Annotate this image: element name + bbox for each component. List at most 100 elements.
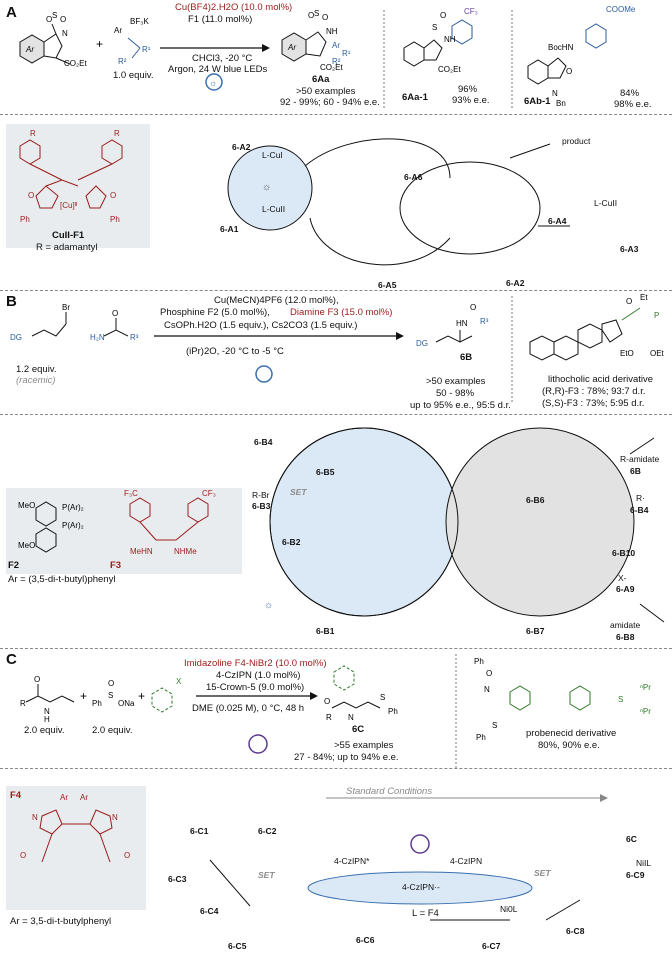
a-equiv: 1.0 equiv. [113, 70, 154, 81]
svg-text:Ph: Ph [92, 699, 102, 708]
c-equiv-1: 2.0 equiv. [24, 725, 65, 736]
c-deriv: probenecid derivative [526, 728, 617, 739]
svg-text:HN: HN [456, 319, 468, 328]
svg-text:O: O [60, 15, 66, 24]
c-cycle-node-12: 4-CzIPN [450, 856, 483, 866]
b-deriv: lithocholic acid derivative [548, 374, 654, 385]
a-example-2-ee: 98% e.e. [614, 99, 652, 110]
c-l-equals-f4: L = F4 [412, 908, 439, 919]
svg-text:Ar: Ar [25, 45, 34, 54]
c-cycle-node-17: NiIL [636, 858, 652, 868]
a-cond-1: Cu(BF4)2.H2O (10.0 mol%) [175, 2, 293, 13]
svg-text:O: O [322, 13, 328, 22]
svg-text:S: S [314, 9, 319, 18]
a-cycle-node-10: 6-A5 [378, 280, 397, 290]
b-cycle-node-17: amidate [610, 620, 641, 630]
b-cond-4: (iPr)2O, -20 °C to -5 °C [186, 346, 284, 357]
svg-text:NH: NH [444, 35, 456, 44]
svg-text:H: H [44, 715, 50, 724]
c-cycle-node-4: 6-C4 [200, 906, 219, 916]
a-cycle-node-2: L-CuI [262, 150, 283, 160]
svg-text:+: + [96, 37, 103, 51]
svg-text:X: X [176, 677, 182, 686]
a-example-1-name: 6Aa-1 [402, 92, 428, 103]
svg-text:Ph: Ph [388, 707, 398, 716]
svg-text:R²: R² [332, 57, 341, 66]
b-deriv-2: (S,S)-F3 : 73%; 5:95 d.r. [542, 398, 645, 409]
svg-text:R: R [20, 699, 26, 708]
b-cycle-node-13: 6-B10 [612, 548, 636, 558]
b-cycle-node-9: R-amidate [620, 454, 660, 464]
svg-text:N: N [348, 713, 354, 722]
svg-text:N: N [552, 89, 558, 98]
b-catalytic-cycle: ☼ [264, 427, 665, 623]
c-cycle-node-2: 6-C2 [258, 826, 277, 836]
c-cycle-node-6: 6-C6 [356, 935, 375, 945]
svg-text:O: O [124, 851, 130, 860]
svg-text:O: O [470, 303, 476, 312]
svg-text:OEt: OEt [650, 349, 665, 358]
c-cond-3: 15-Crown-5 (9.0 mol%) [206, 682, 305, 693]
svg-text:CF₃: CF₃ [464, 7, 478, 16]
b-cycle-node-14: X- [618, 573, 627, 583]
svg-text:R: R [30, 129, 36, 138]
svg-text:R³: R³ [480, 317, 489, 326]
b-cycle-node-7: 6-B1 [316, 626, 335, 636]
svg-text:ONa: ONa [118, 699, 135, 708]
a-catalytic-cycle: ☼ [227, 138, 570, 266]
svg-text:S: S [52, 11, 57, 20]
svg-text:EtO: EtO [620, 349, 634, 358]
b-cycle-node-18: 6-B8 [616, 632, 635, 642]
c-result-2: 27 - 84%; up to 94% e.e. [294, 752, 399, 763]
b-cycle-node-3: R-Br [252, 490, 270, 500]
svg-text:R: R [326, 713, 332, 722]
c-cycle-node-10: 6C [626, 834, 637, 844]
a-cond-3: CHCl3, -20 °C [192, 53, 253, 64]
svg-text:Ar: Ar [80, 793, 88, 802]
svg-text:MeO: MeO [18, 541, 35, 550]
b-cycle-node-15: 6-A9 [616, 584, 635, 594]
svg-text:R³: R³ [130, 333, 139, 342]
svg-text:S: S [380, 693, 385, 702]
b-cond-2b: Diamine F3 (15.0 mol%) [290, 307, 393, 318]
svg-text:ⁿPr: ⁿPr [640, 707, 651, 716]
a-cycle-node-9: L-CuII [594, 198, 618, 208]
b-cycle-node-11: R· [636, 493, 645, 503]
svg-text:R¹: R¹ [142, 45, 151, 54]
svg-text:S: S [108, 691, 113, 700]
b-cycle-node-2: 6-B5 [316, 467, 335, 477]
b-ligand-box: MeO MeO P(Ar)₂ P(Ar)₂ F₃C CF₃ MeHN NHMe [6, 488, 242, 574]
a-cond-2: F1 (11.0 mol%) [188, 14, 253, 25]
svg-text:H₂N: H₂N [90, 333, 105, 342]
b-cycle-node-1: 6-B4 [254, 437, 273, 447]
svg-text:N: N [62, 29, 68, 38]
a-cycle-node-7: 6-A4 [548, 216, 567, 226]
svg-text:O: O [108, 679, 114, 688]
a-cycle-node-4: 6-A1 [220, 224, 239, 234]
svg-text:S: S [618, 695, 623, 704]
b-cycle-node-4: 6-B3 [252, 501, 271, 511]
svg-text:O: O [110, 191, 116, 200]
c-cond-4: DME (0.025 M), 0 °C, 48 h [192, 703, 305, 714]
svg-text:Ph: Ph [110, 215, 120, 224]
b-cond-1: Cu(MeCN)4PF6 (12.0 mol%), [214, 295, 339, 306]
c-ar-note: Ar = 3,5-di-t-butylphenyl [10, 916, 112, 927]
svg-text:Ar: Ar [60, 793, 68, 802]
c-cond-1: Imidazoline F4-NiBr2 (10.0 mol%) [184, 658, 327, 669]
c-cycle-node-8: 6-C8 [566, 926, 585, 936]
b-ligand-structures: MeO MeO P(Ar)₂ P(Ar)₂ F₃C CF₃ MeHN NHMe [18, 489, 216, 556]
b-cycle-node-10: 6B [630, 466, 641, 476]
svg-text:N: N [484, 685, 490, 694]
svg-text:S: S [492, 721, 497, 730]
svg-text:P(Ar)₂: P(Ar)₂ [62, 503, 84, 512]
a-catalyst-r: R = adamantyl [36, 242, 98, 253]
b-cond-2a: Phosphine F2 (5.0 mol%), [160, 307, 270, 318]
svg-text:O: O [28, 191, 34, 200]
svg-text:R: R [114, 129, 120, 138]
svg-text:Ph: Ph [474, 657, 484, 666]
c-result-1: >55 examples [334, 740, 394, 751]
section-label-b: B [6, 293, 17, 310]
c-cycle-node-15: SET [534, 868, 551, 878]
b-product-label: 6B [460, 352, 473, 363]
